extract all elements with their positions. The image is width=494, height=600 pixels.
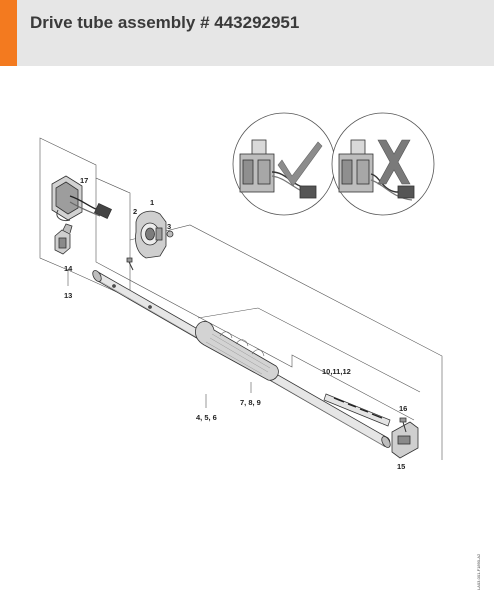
callout-3: 3 — [167, 222, 171, 231]
header-bar: Drive tube assembly # 443292951 — [0, 0, 494, 66]
switch-housing-correct — [239, 139, 317, 199]
page-title: Drive tube assembly # 443292951 — [30, 13, 300, 32]
callout-14: 14 — [64, 264, 73, 273]
header-accent — [0, 0, 17, 66]
part-2-screw — [126, 257, 134, 271]
callout-2: 2 — [133, 207, 137, 216]
part-15-end-cap — [391, 421, 419, 459]
tube-decal — [323, 393, 391, 427]
group-7-8-9-frame — [197, 307, 421, 393]
part-1-handle-housing — [135, 210, 167, 259]
part-14-switch-lever — [54, 223, 73, 255]
inset-incorrect — [331, 112, 435, 216]
group-4-5-6-upper-edge — [129, 224, 443, 460]
drawing-code: LA03-001-F1890-A2 — [476, 553, 481, 590]
callout-7-8-9: 7, 8, 9 — [240, 398, 261, 407]
callout-16: 16 — [399, 404, 407, 413]
callout-13: 13 — [64, 291, 72, 300]
inset-correct — [232, 112, 336, 216]
group-4-5-6-frame — [95, 178, 415, 421]
check-mark-icon — [277, 141, 323, 187]
callout-1: 1 — [150, 198, 154, 207]
group-13-frame — [39, 137, 131, 299]
switch-housing-incorrect — [338, 139, 415, 201]
exploded-parts-diagram: 17 1 2 3 14 13 10,11,12 16 15 7, 8, 9 4,… — [39, 112, 481, 590]
callout-15: 15 — [397, 462, 405, 471]
part-16-screw — [399, 417, 407, 433]
cross-mark-icon — [377, 139, 411, 185]
callout-labels: 17 1 2 3 14 13 10,11,12 16 15 7, 8, 9 4,… — [64, 176, 407, 471]
callout-10-11-12: 10,11,12 — [322, 367, 351, 376]
callout-4-5-6: 4, 5, 6 — [196, 413, 217, 422]
part-3-nut — [166, 230, 174, 238]
part-17-switch-assembly — [51, 175, 112, 221]
grip-sleeve — [195, 321, 279, 381]
callout-17: 17 — [80, 176, 88, 185]
